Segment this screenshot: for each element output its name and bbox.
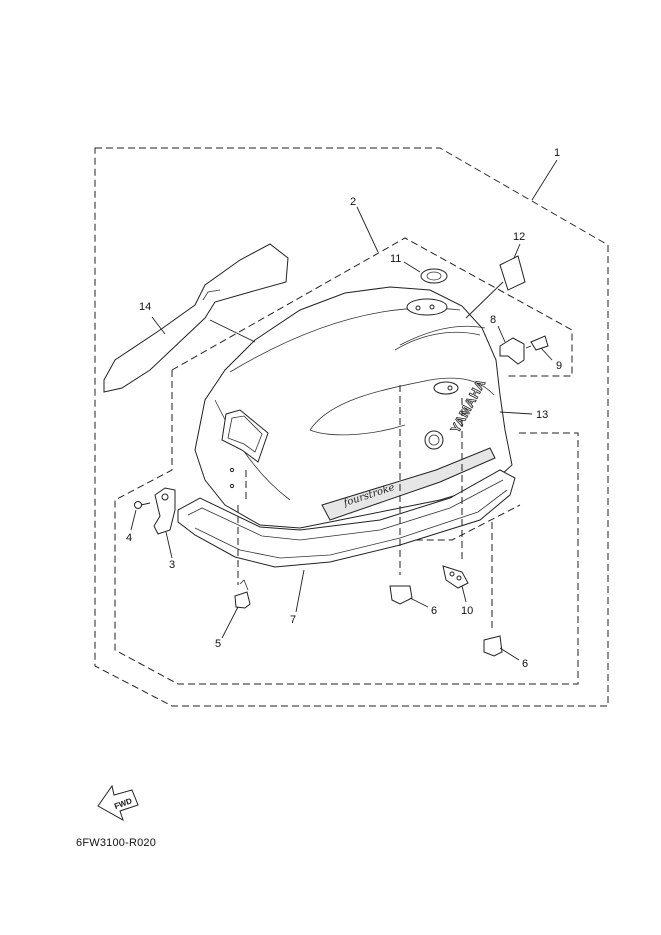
- cowling-side-bulge: [309, 377, 495, 431]
- air-intake-inner: [227, 415, 263, 453]
- leader-1: [531, 159, 558, 201]
- part-6-rubber-b[interactable]: [483, 635, 503, 657]
- part-2-top-cowling[interactable]: [194, 286, 513, 529]
- part-14-damper[interactable]: [103, 243, 289, 393]
- part-3-bracket[interactable]: [153, 487, 176, 535]
- leader-14-to-cowl: [209, 319, 256, 343]
- part-5-clip[interactable]: [234, 591, 251, 609]
- part-8-latch[interactable]: [499, 337, 525, 365]
- part-5-clip-tab: [239, 579, 249, 591]
- callout-5: 5: [215, 638, 221, 650]
- callout-13: 13: [536, 409, 548, 421]
- leader-5: [221, 606, 239, 639]
- leader-12: [513, 243, 521, 259]
- side-latch-screw: [447, 385, 453, 391]
- callout-7: 7: [290, 614, 296, 626]
- part-10-hole-a: [449, 571, 455, 577]
- fwd-arrow-icon: [97, 784, 139, 822]
- leader-10: [461, 585, 467, 603]
- part-9-bolt-shank: [525, 345, 532, 349]
- leader-4: [130, 509, 137, 531]
- side-latch: [433, 381, 459, 395]
- leader-7: [295, 569, 305, 613]
- callout-1: 1: [554, 147, 560, 159]
- callout-11: 11: [390, 253, 401, 265]
- part-6-rubber-a[interactable]: [389, 585, 413, 605]
- callout-3: 3: [169, 559, 175, 571]
- callout-14: 14: [139, 301, 151, 313]
- callout-6b: 6: [522, 658, 528, 670]
- callout-10: 10: [461, 605, 473, 617]
- assembly-boundary-inner-left: [114, 370, 579, 685]
- hole-lower: [229, 483, 235, 489]
- assembly-boundary-top-cowling: [171, 237, 573, 377]
- leader-6b: [499, 647, 520, 661]
- assembly-boundary-outer: [94, 147, 609, 707]
- brand-emblem: [424, 430, 444, 450]
- callout-9: 9: [556, 360, 562, 372]
- leader-2: [356, 206, 379, 253]
- fwd-arrow: FWD: [97, 784, 139, 822]
- callout-4: 4: [126, 532, 132, 544]
- leader-13: [499, 411, 533, 415]
- part-9-bolt[interactable]: [530, 335, 549, 351]
- leader-lines: [130, 159, 558, 661]
- cowling-seam-2: [394, 331, 481, 351]
- top-mount-plate: [406, 298, 448, 316]
- part-12-label[interactable]: [499, 255, 526, 291]
- hole-upper: [229, 467, 235, 473]
- leader-14: [151, 316, 166, 335]
- leader-3: [165, 531, 173, 559]
- callout-8: 8: [490, 314, 496, 326]
- cowling-seam-3: [399, 325, 486, 346]
- part-7-seal[interactable]: [177, 469, 516, 568]
- screw-hole-a: [415, 305, 421, 311]
- part-10-grommet[interactable]: [442, 565, 469, 589]
- part-4-screw-head[interactable]: [134, 501, 142, 509]
- leader-12-to-cowl: [465, 281, 504, 319]
- cowling-side-lower: [309, 424, 406, 436]
- callout-6a: 6: [431, 605, 437, 617]
- part-4-screw-shank: [140, 502, 151, 506]
- leader-6a: [409, 597, 429, 608]
- part-11-cap[interactable]: [420, 268, 448, 284]
- part-14-fold: [202, 289, 221, 301]
- part-3-hole: [161, 493, 169, 501]
- brand-emblem-inner: [428, 434, 440, 446]
- leader-11: [403, 261, 421, 273]
- part-11-cap-inner: [426, 271, 442, 281]
- leader-9: [540, 347, 553, 361]
- callout-12: 12: [513, 231, 525, 243]
- part-10-hole-b: [456, 575, 462, 581]
- callout-2: 2: [350, 196, 356, 208]
- drawing-code: 6FW3100-R020: [76, 837, 157, 849]
- screw-hole-b: [429, 304, 435, 310]
- decal-stripe: [321, 447, 496, 521]
- leader-8: [497, 325, 506, 343]
- part-7-seal-inner: [187, 479, 508, 559]
